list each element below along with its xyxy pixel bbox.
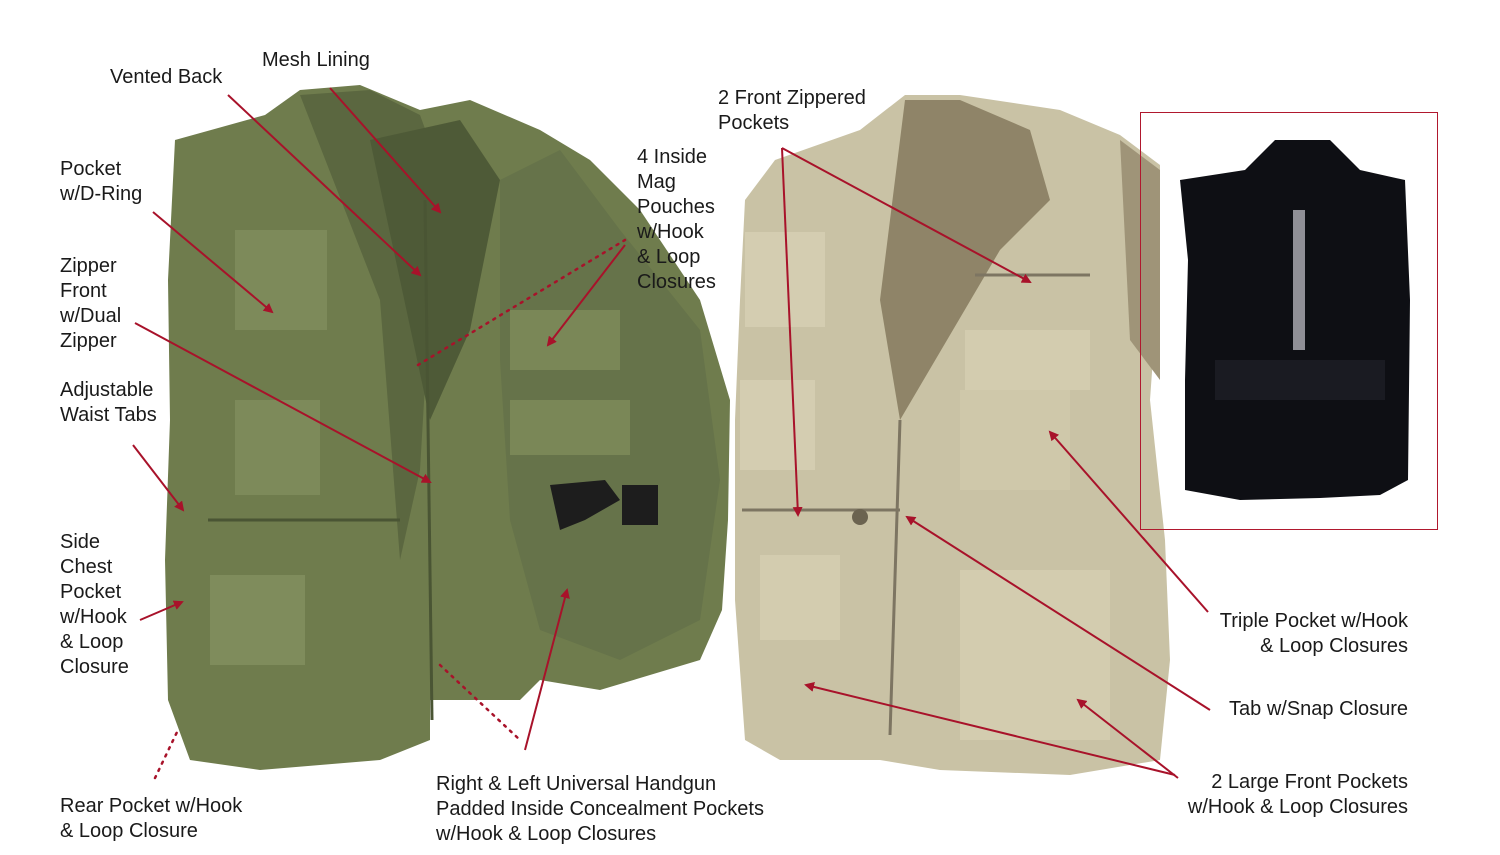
callout-vented-back — [227, 94, 422, 277]
callout-zipper-lower — [781, 147, 803, 517]
callout-large-left — [804, 682, 1176, 776]
callout-d-ring — [152, 211, 274, 314]
dotted-mag-pouches — [416, 238, 627, 367]
callout-large-right — [1076, 698, 1179, 779]
label-rear-pocket: Rear Pocket w/Hook & Loop Closure — [60, 795, 243, 842]
label-front-zippered: 2 Front Zippered Pockets — [718, 87, 866, 134]
olive-vest-image — [165, 85, 730, 770]
callout-waist-tabs — [132, 444, 185, 512]
label-pocket-d-ring: Pocket w/D-Ring — [60, 158, 143, 205]
callout-side-chest — [139, 600, 184, 621]
label-handgun-pockets: Right & Left Universal Handgun Padded In… — [436, 773, 764, 845]
label-mag-pouches: 4 Inside Mag Pouches w/Hook & Loop Closu… — [637, 146, 716, 293]
label-mesh-lining: Mesh Lining — [262, 49, 370, 71]
callout-zipper-front — [134, 322, 432, 483]
dotted-rear-pocket — [153, 728, 180, 780]
callout-mag-pouches — [546, 244, 626, 347]
label-zipper-front: Zipper Front w/Dual Zipper — [60, 255, 122, 352]
black-vest-image — [1180, 140, 1410, 500]
callout-mesh-lining — [329, 87, 442, 214]
inset-frame — [1140, 112, 1438, 530]
callout-triple — [1048, 430, 1209, 613]
label-tab-snap: Tab w/Snap Closure — [1229, 698, 1408, 720]
label-waist-tabs: Adjustable Waist Tabs — [60, 379, 157, 426]
label-triple-pocket: Triple Pocket w/Hook & Loop Closures — [1219, 610, 1408, 657]
callout-handgun — [524, 588, 570, 751]
label-vented-back: Vented Back — [110, 66, 223, 88]
callout-zipper-upper — [781, 147, 1032, 283]
label-large-front: 2 Large Front Pockets w/Hook & Loop Clos… — [1187, 771, 1408, 818]
callout-tab-snap — [905, 515, 1211, 711]
dotted-handgun — [438, 663, 522, 742]
label-side-chest-pocket: Side Chest Pocket w/Hook & Loop Closure — [60, 531, 129, 678]
